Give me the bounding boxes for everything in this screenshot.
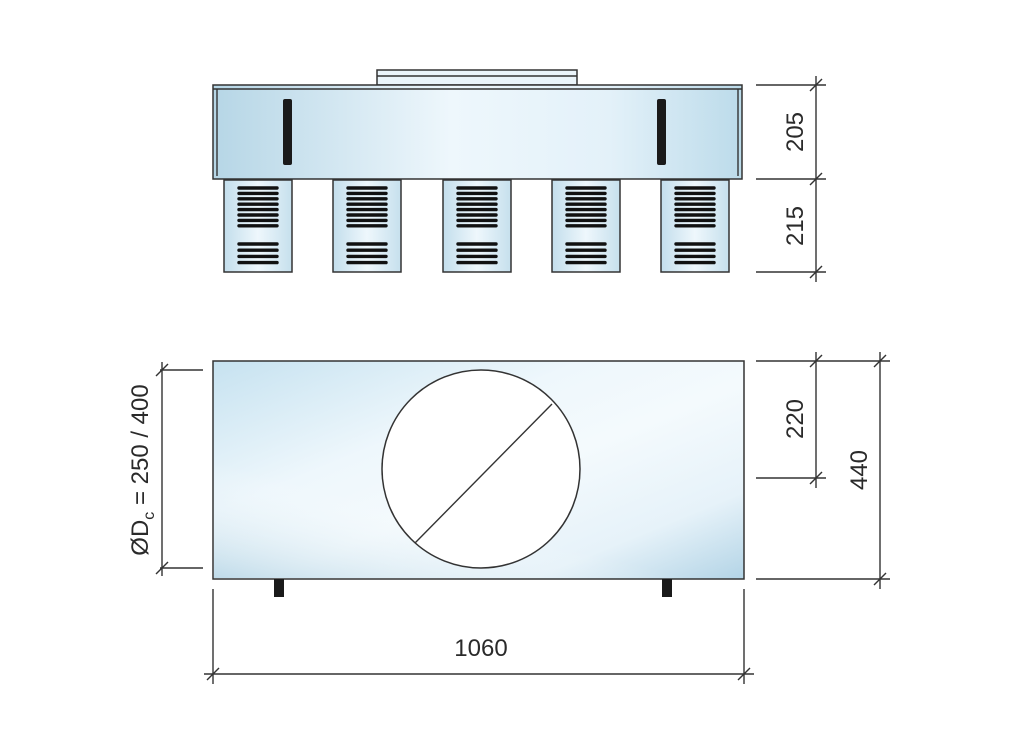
dim-box-height: 205 <box>782 112 809 152</box>
dim-spigot-height: 215 <box>782 206 809 246</box>
dim-total-width: 1060 <box>454 635 507 662</box>
front-view: 205 215 <box>212 69 826 282</box>
circle-diagonal <box>414 403 553 544</box>
handle-right <box>657 99 666 165</box>
spigot-slots <box>237 186 716 265</box>
tick-dia-bottom <box>155 561 169 575</box>
dim-diameter-label: ØDc = 250 / 400 <box>127 384 158 555</box>
tick-215-bottom <box>809 265 823 279</box>
tick-440-bottom <box>873 572 887 586</box>
top-view: ØDc = 250 / 400 220 440 1060 <box>127 352 890 684</box>
tick-220-bottom <box>809 471 823 485</box>
tick-width-right <box>737 667 751 681</box>
tick-205-bottom <box>809 172 823 186</box>
tick-205-top <box>809 78 823 92</box>
foot-left <box>274 579 284 597</box>
handle-left <box>283 99 292 165</box>
dim-total-depth: 440 <box>846 450 873 490</box>
plenum-box <box>212 84 743 180</box>
duct-connection-circle <box>381 369 581 569</box>
foot-right <box>662 579 672 597</box>
top-collar <box>376 69 578 86</box>
tick-440-top <box>873 354 887 368</box>
tick-dia-top <box>155 363 169 377</box>
dim-center-offset: 220 <box>782 399 809 439</box>
tick-width-left <box>206 667 220 681</box>
tick-220-top <box>809 354 823 368</box>
